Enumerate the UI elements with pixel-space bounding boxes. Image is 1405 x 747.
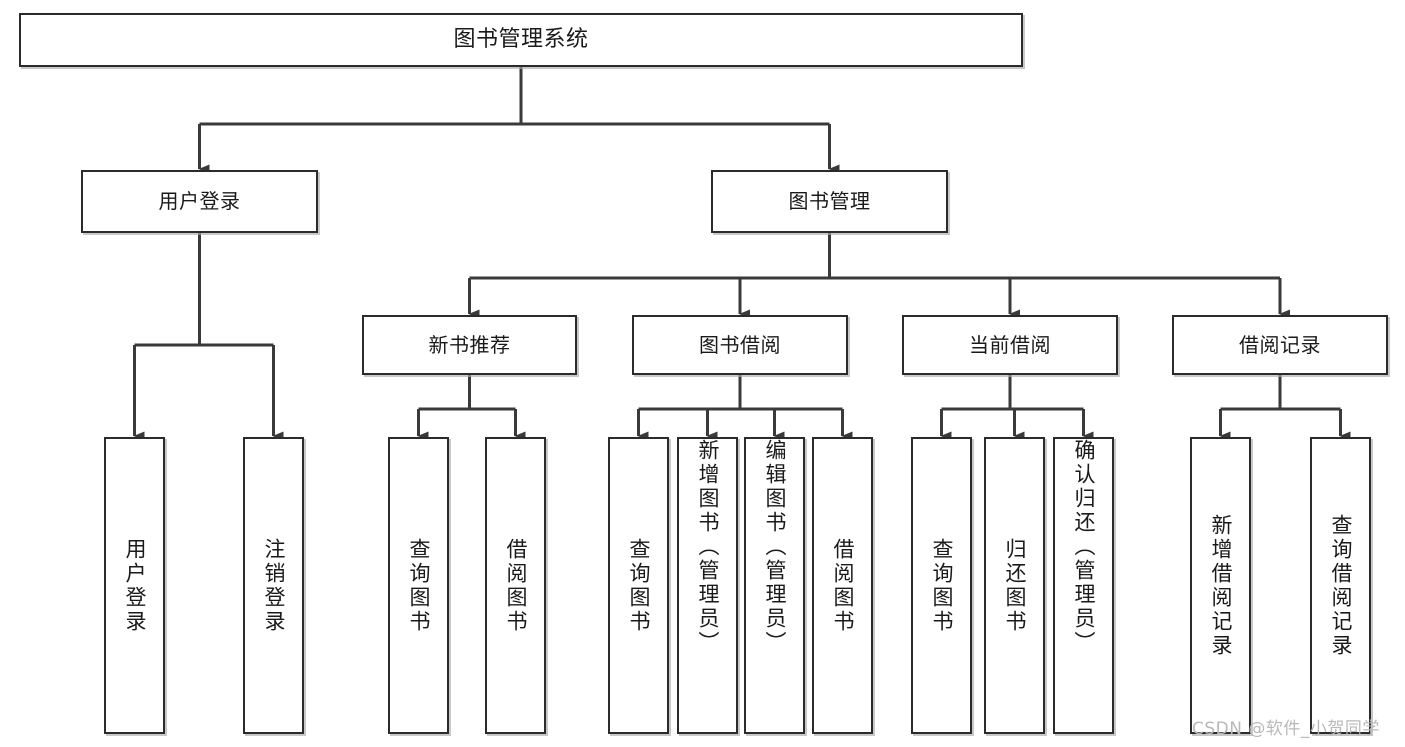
- node-label-book-management: 图书管理: [788, 189, 871, 214]
- node-label-leaf-confirm-return-admin: 确认归还（管理员）: [1072, 439, 1096, 655]
- node-label-leaf-borrow-book-1: 借阅图书: [504, 537, 528, 634]
- node-leaf-confirm-return-admin: 确认归还（管理员）: [1053, 437, 1114, 734]
- node-book-borrow: 图书借阅: [632, 315, 848, 375]
- node-leaf-query-borrow-record: 查询借阅记录: [1310, 437, 1371, 734]
- node-label-leaf-query-book-2: 查询图书: [627, 537, 651, 634]
- node-label-new-book-recommend: 新书推荐: [428, 332, 511, 357]
- node-label-leaf-query-book-1: 查询图书: [407, 537, 431, 634]
- node-label-leaf-user-logout: 注销登录: [262, 537, 286, 634]
- node-label-leaf-add-book-admin: 新增图书（管理员）: [696, 439, 720, 655]
- node-book-management: 图书管理: [711, 170, 948, 233]
- node-leaf-user-logout: 注销登录: [243, 437, 304, 734]
- node-leaf-borrow-book-2: 借阅图书: [812, 437, 873, 734]
- node-label-leaf-query-book-3: 查询图书: [930, 537, 954, 634]
- node-leaf-edit-book-admin: 编辑图书（管理员）: [744, 437, 805, 734]
- node-new-book-recommend: 新书推荐: [362, 315, 577, 375]
- node-label-leaf-edit-book-admin: 编辑图书（管理员）: [763, 439, 787, 655]
- node-leaf-query-book-2: 查询图书: [608, 437, 669, 734]
- node-leaf-borrow-book-1: 借阅图书: [485, 437, 546, 734]
- node-label-leaf-user-login: 用户登录: [123, 537, 147, 634]
- node-current-borrow: 当前借阅: [902, 315, 1118, 375]
- node-leaf-add-book-admin: 新增图书（管理员）: [677, 437, 738, 734]
- node-label-leaf-return-book: 归还图书: [1003, 537, 1027, 634]
- node-leaf-query-book-1: 查询图书: [388, 437, 449, 734]
- node-leaf-query-book-3: 查询图书: [911, 437, 972, 734]
- node-label-leaf-add-borrow-record: 新增借阅记录: [1209, 513, 1233, 658]
- connector-lines: [133, 67, 1351, 441]
- node-label-user-login: 用户登录: [158, 189, 241, 214]
- node-user-login: 用户登录: [81, 170, 318, 233]
- node-label-borrow-record: 借阅记录: [1239, 332, 1321, 357]
- node-label-leaf-query-borrow-record: 查询借阅记录: [1329, 513, 1353, 658]
- node-label-root: 图书管理系统: [453, 26, 589, 52]
- node-borrow-record: 借阅记录: [1172, 315, 1388, 375]
- node-leaf-add-borrow-record: 新增借阅记录: [1190, 437, 1251, 734]
- node-label-current-borrow: 当前借阅: [969, 332, 1051, 357]
- node-label-book-borrow: 图书借阅: [699, 332, 781, 357]
- node-root: 图书管理系统: [19, 13, 1023, 67]
- node-leaf-return-book: 归还图书: [984, 437, 1045, 734]
- node-leaf-user-login: 用户登录: [104, 437, 165, 734]
- node-label-leaf-borrow-book-2: 借阅图书: [831, 537, 855, 634]
